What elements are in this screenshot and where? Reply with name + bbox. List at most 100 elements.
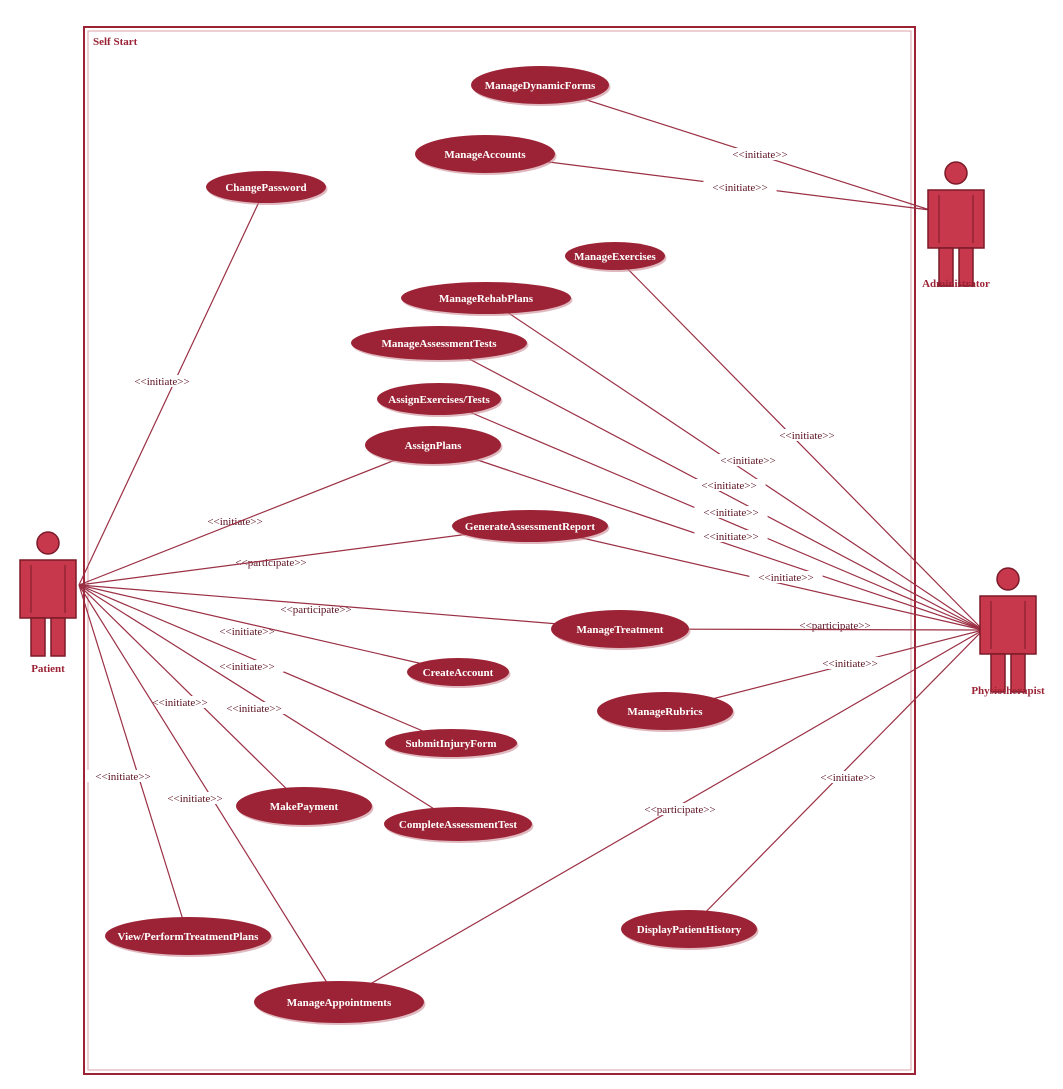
association-line (78, 444, 434, 586)
association-label: <<initiate>> (758, 572, 813, 584)
association-label-bg (198, 515, 272, 527)
association-line (78, 584, 305, 807)
association-label: <<initiate>> (219, 661, 274, 673)
usecase-assignplans[interactable]: AssignPlans (365, 426, 503, 466)
actor-administrator[interactable]: Administrator (922, 161, 990, 290)
association-label: <<initiate>> (152, 697, 207, 709)
usecase-ellipse[interactable] (105, 917, 271, 955)
association-label: <<initiate>> (822, 658, 877, 670)
usecase-label: ChangePassword (225, 182, 306, 194)
usecase-rubrics[interactable]: ManageRubrics (597, 692, 735, 732)
actor-torso (927, 189, 985, 249)
usecase-ellipse[interactable] (351, 326, 527, 360)
usecase-label: ManageRubrics (627, 706, 703, 718)
usecase-label: ManageAssessmentTests (381, 338, 497, 350)
usecase-ellipse[interactable] (254, 981, 424, 1023)
association-label: <<initiate>> (701, 480, 756, 492)
association-label-bg (694, 506, 768, 518)
usecase-genreport[interactable]: GenerateAssessmentReport (452, 510, 610, 544)
actor-patient[interactable]: Patient (19, 531, 77, 675)
association-line (664, 629, 984, 712)
association-label-bg (723, 148, 797, 160)
association-label: <<initiate>> (134, 376, 189, 388)
association-label-bg (694, 530, 768, 542)
usecase-label: GenerateAssessmentReport (465, 521, 595, 533)
usecase-ellipse[interactable] (206, 171, 326, 203)
association-label-bg (635, 803, 725, 815)
association-layer: <<initiate>> <<initiate>> <<initiate>> <<in… (78, 84, 984, 1003)
usecase-ellipse[interactable] (471, 66, 609, 104)
usecase-history[interactable]: DisplayPatientHistory (621, 910, 759, 950)
association-label-bg (692, 479, 766, 491)
actor-name: Patient (31, 663, 65, 675)
usecase-label: ManageExercises (574, 251, 656, 263)
actor-physiotherapist[interactable]: Physiotherapist (971, 567, 1045, 697)
usecase-payment[interactable]: MakePayment (236, 787, 374, 827)
association-label-bg (790, 619, 880, 631)
usecase-label: ManageAccounts (444, 149, 526, 161)
usecase-assessment[interactable]: ManageAssessmentTests (351, 326, 529, 362)
usecase-label: CreateAccount (423, 667, 494, 679)
usecase-ellipse[interactable] (415, 135, 555, 173)
association-label: <<initiate>> (820, 772, 875, 784)
usecase-ellipse[interactable] (377, 383, 501, 415)
usecase-ellipse[interactable] (565, 242, 665, 270)
association-label: <<initiate>> (207, 516, 262, 528)
association-line (78, 584, 189, 937)
actor-right-leg (958, 247, 974, 287)
association-label: <<initiate>> (720, 455, 775, 467)
usecase-injury[interactable]: SubmitInjuryForm (385, 729, 519, 759)
usecase-completetest[interactable]: CompleteAssessmentTest (384, 807, 534, 843)
usecase-layer: ManageDynamicFormsManageAccountsChangePa… (105, 66, 759, 1025)
actor-left-leg (30, 617, 46, 657)
association-label: <<initiate>> (95, 771, 150, 783)
association-label-bg (210, 660, 284, 672)
association-label: <<initiate>> (226, 703, 281, 715)
usecase-label: AssignExercises/Tests (388, 394, 490, 406)
usecase-treatment[interactable]: ManageTreatment (551, 610, 691, 650)
usecase-label: MakePayment (270, 801, 339, 813)
usecase-ellipse[interactable] (452, 510, 608, 542)
usecase-label: DisplayPatientHistory (637, 924, 742, 936)
usecase-label: SubmitInjuryForm (405, 738, 496, 750)
usecase-label: AssignPlans (405, 440, 463, 452)
association-line (78, 584, 621, 630)
actor-right-leg (1010, 653, 1026, 693)
usecase-createacct[interactable]: CreateAccount (407, 658, 511, 688)
usecase-exercises[interactable]: ManageExercises (565, 242, 667, 272)
usecase-dynamicforms[interactable]: ManageDynamicForms (471, 66, 611, 106)
usecase-ellipse[interactable] (384, 807, 532, 841)
actor-head (996, 567, 1020, 591)
usecase-label: ManageAppointments (287, 997, 392, 1009)
usecase-ellipse[interactable] (385, 729, 517, 757)
usecase-ellipse[interactable] (597, 692, 733, 730)
association-line (614, 255, 984, 631)
usecase-label: View/PerformTreatmentPlans (118, 931, 260, 943)
usecase-assignex[interactable]: AssignExercises/Tests (377, 383, 503, 417)
usecase-ellipse[interactable] (401, 282, 571, 314)
actor-head (36, 531, 60, 555)
association-label: <<participate>> (235, 557, 306, 569)
usecase-changepw[interactable]: ChangePassword (206, 171, 328, 205)
association-label-bg (703, 181, 777, 193)
association-line (338, 629, 984, 1003)
association-label: <<initiate>> (712, 182, 767, 194)
association-label-bg (217, 702, 291, 714)
usecase-accounts[interactable]: ManageAccounts (415, 135, 557, 175)
association-label-bg (811, 771, 885, 783)
usecase-appointments[interactable]: ManageAppointments (254, 981, 426, 1025)
usecase-ellipse[interactable] (407, 658, 509, 686)
association-label-bg (143, 696, 217, 708)
usecase-rehab[interactable]: ManageRehabPlans (401, 282, 573, 316)
association-label-bg (86, 770, 160, 782)
association-line (539, 84, 931, 211)
usecase-label: ManageDynamicForms (485, 80, 596, 92)
usecase-viewplans[interactable]: View/PerformTreatmentPlans (105, 917, 273, 957)
usecase-ellipse[interactable] (236, 787, 372, 825)
association-label-bg (749, 571, 823, 583)
usecase-ellipse[interactable] (551, 610, 689, 648)
association-label-bg (125, 375, 199, 387)
usecase-ellipse[interactable] (621, 910, 757, 948)
usecase-ellipse[interactable] (365, 426, 501, 464)
